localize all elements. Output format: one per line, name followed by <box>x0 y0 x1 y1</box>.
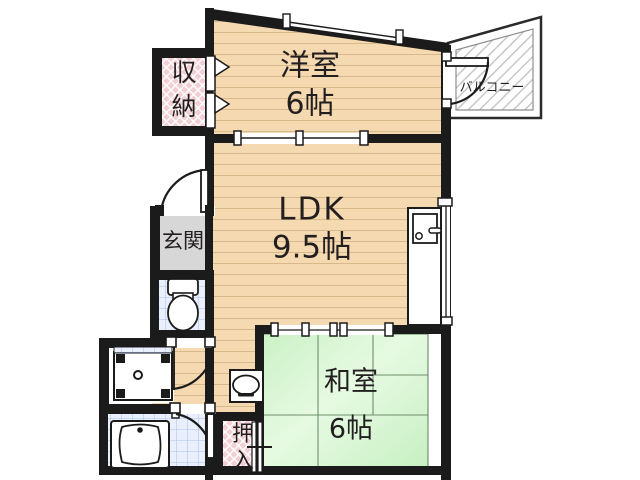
room-washitsu <box>262 333 429 474</box>
bathroom-door[interactable] <box>169 402 216 459</box>
room-size-youshitsu: 6帖 <box>285 87 334 122</box>
room-label-balcony: バルコニー <box>460 81 525 96</box>
room-genkan-fill <box>157 212 212 274</box>
room-label-youshitsu: 洋室 <box>280 49 340 84</box>
room-label-ldk: LDK <box>278 192 345 228</box>
fusuma-ldk-washitsu[interactable] <box>270 322 394 337</box>
room-label-shuunou-char1: 収 <box>171 58 196 87</box>
kitchen-sink-unit <box>407 207 442 326</box>
room-label-oshiire-char1: 押 <box>232 422 254 447</box>
oshiire-doors[interactable] <box>247 421 272 473</box>
balcony-door[interactable] <box>441 51 490 109</box>
room-balcony: バルコニー <box>446 15 543 120</box>
closet-sliding-doors[interactable] <box>205 55 231 129</box>
sliding-door-youshitsu-ldk[interactable] <box>233 130 369 146</box>
room-size-ldk: 9.5帖 <box>272 230 352 266</box>
washbasin <box>229 369 264 403</box>
bathtub <box>110 420 170 469</box>
kitchen-window[interactable] <box>437 197 453 326</box>
room-shuunou-fill <box>159 54 212 130</box>
window-top[interactable] <box>282 13 404 45</box>
entrance-door[interactable] <box>155 168 215 216</box>
room-labels: 洋室 6帖 LDK 9.5帖 和室 6帖 収 納 玄関 押 入 <box>162 49 378 475</box>
room-size-washitsu: 6帖 <box>329 414 373 445</box>
washing-machine-pan <box>113 346 173 401</box>
toilet <box>167 278 199 332</box>
room-label-oshiire-char2: 入 <box>232 449 254 474</box>
room-label-genkan: 玄関 <box>162 229 204 253</box>
room-label-shuunou-char2: 納 <box>171 92 196 121</box>
room-label-washitsu: 和室 <box>324 367 378 398</box>
